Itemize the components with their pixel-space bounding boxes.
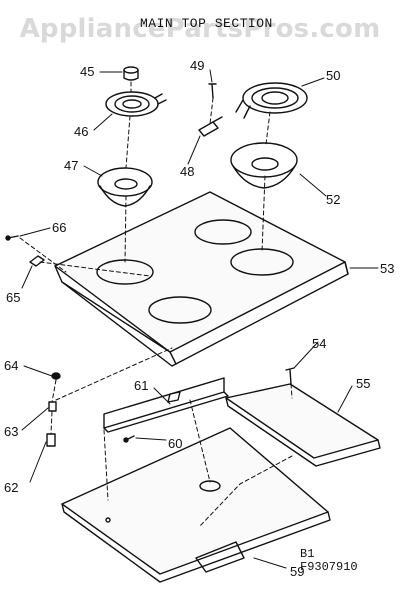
burner-opening-front-right bbox=[148, 296, 212, 324]
label-46: 46 bbox=[74, 124, 88, 139]
label-47: 47 bbox=[64, 158, 78, 173]
screw-60 bbox=[123, 435, 135, 443]
label-54: 54 bbox=[312, 336, 326, 351]
diagram-code: B1 F9307910 bbox=[300, 548, 358, 574]
screw-49 bbox=[208, 83, 217, 99]
label-61: 61 bbox=[134, 378, 148, 393]
bottom-panel bbox=[61, 427, 331, 583]
drip-bowl-large bbox=[230, 142, 298, 189]
leader-lines bbox=[19, 69, 379, 569]
drip-bowl-small bbox=[97, 167, 153, 207]
diagram-code-line2: F9307910 bbox=[300, 560, 358, 574]
screw-54 bbox=[285, 367, 295, 385]
knob-cap bbox=[123, 66, 139, 81]
surface-element-small bbox=[105, 91, 167, 117]
label-65: 65 bbox=[6, 290, 20, 305]
label-63: 63 bbox=[4, 424, 18, 439]
terminal-block bbox=[198, 116, 223, 137]
front-bracket bbox=[103, 377, 229, 433]
burner-opening-back-left bbox=[194, 219, 252, 245]
bracket-62 bbox=[46, 433, 56, 447]
label-66: 66 bbox=[52, 220, 66, 235]
label-50: 50 bbox=[326, 68, 340, 83]
hinge-clip bbox=[29, 255, 45, 267]
insulation-pad bbox=[225, 383, 381, 467]
label-53: 53 bbox=[380, 261, 394, 276]
label-59: 59 bbox=[290, 564, 304, 579]
label-45: 45 bbox=[80, 64, 94, 79]
diagram-code-line1: B1 bbox=[300, 547, 315, 561]
label-49: 49 bbox=[190, 58, 204, 73]
watermark: AppliancePartsPros.com bbox=[19, 14, 381, 44]
label-64: 64 bbox=[4, 358, 18, 373]
screw-66 bbox=[5, 235, 19, 241]
cooktop-main-top bbox=[54, 191, 349, 367]
surface-element-large bbox=[235, 82, 308, 119]
label-62: 62 bbox=[4, 480, 18, 495]
stud-64 bbox=[51, 372, 61, 380]
diagram-title: MAIN TOP SECTION bbox=[140, 16, 273, 31]
alignment-lines bbox=[19, 81, 293, 527]
spacer-63 bbox=[48, 401, 57, 412]
label-48: 48 bbox=[180, 164, 194, 179]
label-60: 60 bbox=[168, 436, 182, 451]
label-52: 52 bbox=[326, 192, 340, 207]
label-55: 55 bbox=[356, 376, 370, 391]
